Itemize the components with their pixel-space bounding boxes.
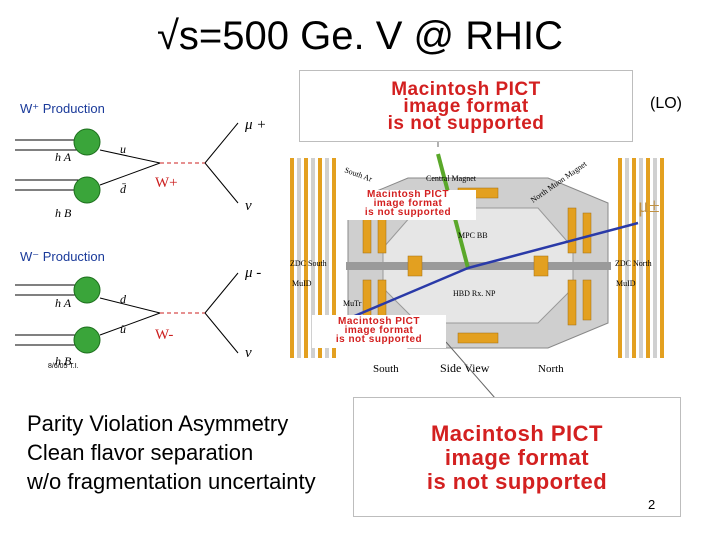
slide-title: √s=500 Ge. V @ RHIC [156, 14, 564, 58]
hadron-a-blob [73, 128, 101, 156]
pict-placeholder-middle: Macintosh PICT image format is not suppo… [340, 190, 476, 220]
wminus-lepton-label: μ - [244, 265, 261, 281]
wminus-quark-ubar: ū [120, 322, 126, 336]
label-mutr: MuTr [343, 299, 362, 308]
label-mpc-bb: MPC BB [458, 231, 488, 240]
label-south: South [373, 363, 399, 375]
hadron-b-blob-2 [73, 326, 101, 354]
wminus-hA: h A [55, 296, 72, 310]
wplus-quark-u: u [120, 142, 126, 156]
hadron-b-blob [73, 176, 101, 204]
label-north: North [538, 363, 564, 375]
muid-north-slats [618, 158, 664, 358]
bullet-item: w/o fragmentation uncertainty [27, 469, 316, 494]
wplus-hA: h A [55, 150, 72, 164]
label-muid-left: MuID [292, 279, 312, 288]
wminus-boson-label: W- [155, 327, 173, 343]
label-muid-right: MuID [616, 279, 636, 288]
label-zdc-north: ZDC North [615, 259, 652, 268]
muid-south-slats [290, 158, 336, 358]
pict-placeholder-top: Macintosh PICT image format is not suppo… [299, 70, 633, 142]
label-hbd: HBD Rx. NP [453, 289, 496, 298]
wplus-hB: h B [55, 206, 72, 220]
hadron-a-blob-2 [73, 276, 101, 304]
lo-label: (LO) [650, 95, 682, 112]
label-mu-pm: μ± [638, 195, 660, 217]
pict-placeholder-bottom: Macintosh PICT image format is not suppo… [353, 397, 681, 517]
feynman-diagrams: W⁺ Production h A h B u d̄ W+ μ + ν W⁻ P… [15, 101, 266, 370]
wplus-boson-label: W+ [155, 175, 178, 191]
pict-placeholder-lower: Macintosh PICT image format is not suppo… [312, 315, 446, 348]
wminus-hB: h B [55, 354, 72, 368]
wplus-heading: W⁺ Production [20, 101, 105, 116]
diagram-credit: 8/6/05 T.I. [48, 363, 79, 370]
muon-track-north [467, 221, 639, 270]
bullet-item: Clean flavor separation [27, 440, 254, 465]
wplus-quark-dbar: d̄ [120, 182, 127, 196]
wplus-lepton-label: μ + [244, 117, 266, 133]
bullet-list: Parity Violation Asymmetry Clean flavor … [27, 409, 316, 496]
wminus-quark-d: d [120, 292, 127, 306]
muon-track-south [337, 266, 469, 325]
label-central-magnet: Central Magnet [426, 174, 477, 183]
wminus-heading: W⁻ Production [20, 249, 105, 264]
label-side-view: Side View [440, 361, 490, 375]
wplus-neutrino-label: ν [245, 198, 252, 214]
phenix-detector-diagram: South Ar Central Magnet North Muon Magne… [288, 148, 670, 376]
bullet-item: Parity Violation Asymmetry [27, 411, 289, 436]
wminus-neutrino-label: ν [245, 345, 252, 361]
label-zdc-south: ZDC South [290, 259, 327, 268]
page-number: 2 [648, 497, 656, 512]
